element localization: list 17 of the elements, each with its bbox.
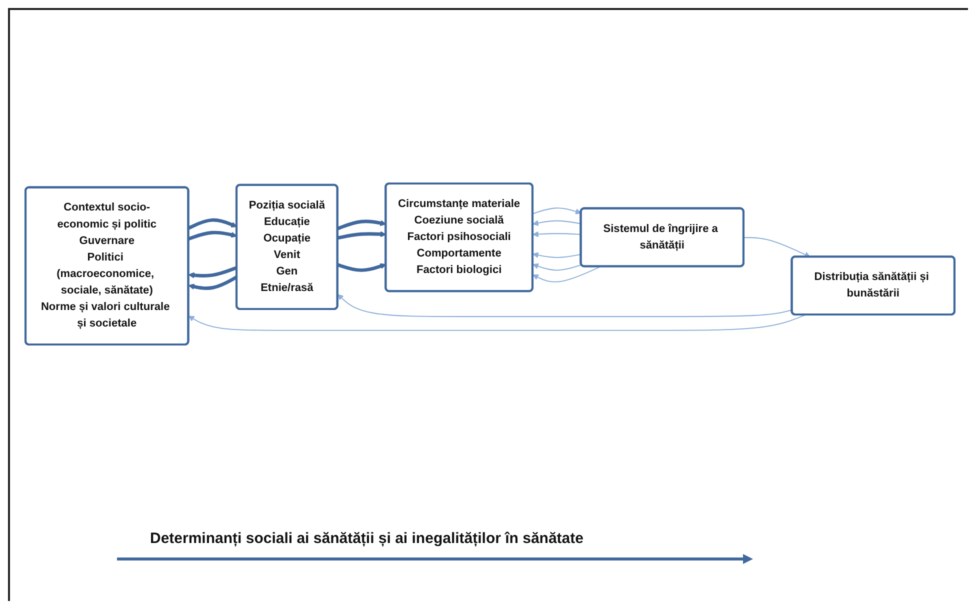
arrow [337, 263, 386, 272]
arrow [532, 231, 582, 238]
arrow [532, 263, 582, 271]
arrow [188, 218, 238, 230]
arrow [188, 230, 238, 240]
axis-caption: Determinanți sociali ai sănătății și ai inegalităților în sănătate [150, 530, 584, 547]
arrow [532, 252, 582, 258]
arrow [337, 220, 386, 230]
arrow [188, 266, 238, 278]
arrow [188, 314, 806, 331]
arrow [337, 231, 386, 240]
arrow [337, 294, 792, 318]
arrow [188, 275, 238, 290]
arrow [532, 220, 582, 226]
arrow [744, 237, 810, 258]
arrow [532, 208, 582, 214]
arrow [532, 266, 601, 282]
